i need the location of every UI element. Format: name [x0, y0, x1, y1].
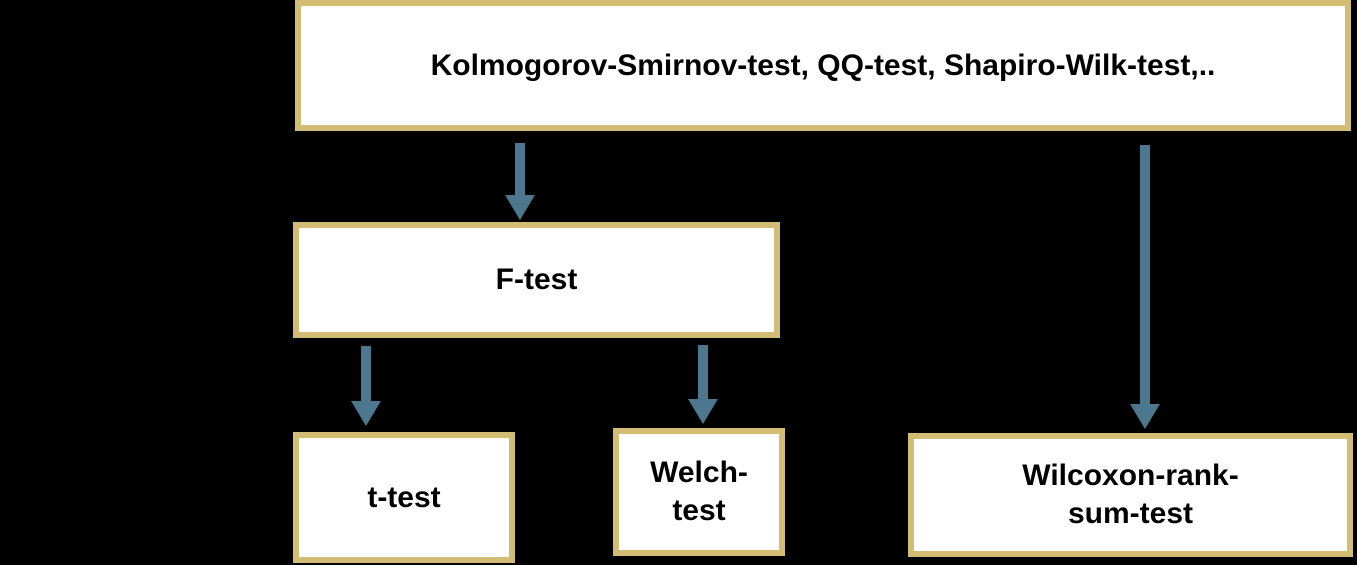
node-label: t-test	[367, 480, 441, 514]
node-f-test: F-test	[293, 222, 780, 338]
arrow-head-icon	[1130, 404, 1160, 429]
arrow-head-icon	[351, 401, 381, 426]
node-label-line: sum-test	[1067, 497, 1194, 530]
node-label-line: Welch-	[650, 456, 748, 489]
arrow-head-icon	[505, 195, 535, 220]
arrow-f-test-to-t-test	[351, 346, 381, 426]
node-label: F-test	[495, 263, 578, 296]
node-label: Kolmogorov-Smirnov-test, QQ-test, Shapir…	[430, 48, 1216, 82]
arrow-shaft	[698, 345, 708, 401]
node-wilcoxon-rank-sum-test: Wilcoxon-rank- sum-test	[908, 433, 1353, 557]
node-label-line: test	[672, 494, 726, 527]
arrow-shaft	[515, 143, 525, 197]
arrow-head-icon	[688, 399, 718, 424]
arrow-shaft	[361, 346, 371, 403]
node-label-line: Wilcoxon-rank-	[1022, 459, 1239, 492]
node-welch-test: Welch- test	[613, 428, 785, 556]
arrow-f-test-to-welch-test	[688, 345, 718, 424]
arrow-normality-to-f-test	[505, 143, 535, 220]
node-normality-tests: Kolmogorov-Smirnov-test, QQ-test, Shapir…	[295, 0, 1351, 131]
arrow-shaft	[1140, 145, 1150, 406]
arrow-normality-to-wilcoxon	[1130, 145, 1160, 429]
node-t-test: t-test	[293, 432, 515, 563]
